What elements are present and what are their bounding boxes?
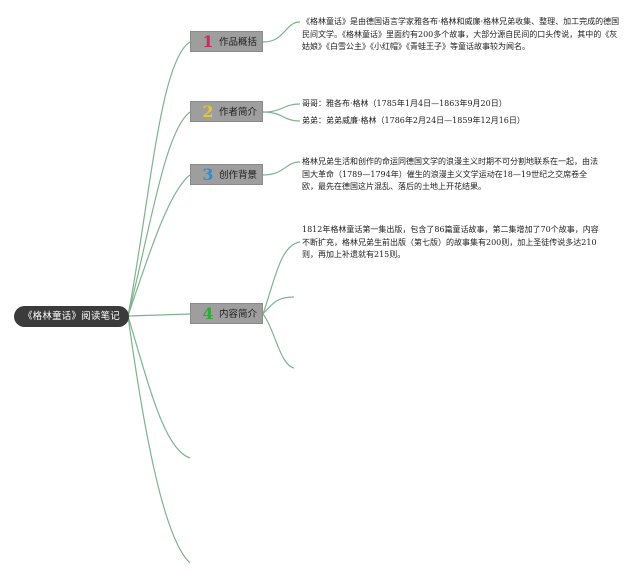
branch-node-3[interactable]: 3 创作背景: [190, 164, 263, 185]
connector-branch-2-to-note-1: [262, 103, 301, 113]
connector-branch-4-to-note: [262, 241, 301, 315]
branch-number-3: 3: [202, 165, 214, 184]
note-overview: 《格林童话》是由德国语言学家雅各布·格林和威廉·格林兄弟收集、整理、加工完成的德…: [302, 17, 620, 51]
branch-node-2[interactable]: 2 作者简介: [190, 101, 263, 122]
connector-branch-3-to-note: [262, 161, 301, 176]
connector-branch-4-to-empty-1: [262, 296, 295, 315]
root-node[interactable]: 《格林童话》阅读笔记: [14, 306, 129, 327]
branch-label-4: 内容简介: [219, 309, 258, 320]
branch-number-1: 1: [202, 32, 214, 51]
note-author-younger: 弟弟：弟弟威廉·格林（1786年2月24日—1859年12月16日）: [302, 116, 525, 125]
connector-root-to-empty-5: [127, 315, 191, 459]
branch-node-4[interactable]: 4 内容简介: [190, 303, 263, 324]
branch-label-3: 创作背景: [219, 170, 258, 181]
connector-root-to-branch-4: [127, 313, 191, 317]
connector-branch-1-to-note: [262, 21, 301, 43]
note-author-elder: 哥哥：雅各布·格林（1785年1月4日—1863年9月20日）: [302, 99, 507, 108]
branch-node-1[interactable]: 1 作品概括: [190, 31, 263, 52]
connector-root-to-branch-1: [127, 41, 191, 317]
connector-root-to-empty-6: [127, 315, 191, 564]
connector-root-to-branch-3: [127, 174, 191, 317]
branch-number-4: 4: [202, 304, 214, 323]
connector-root-to-branch-2: [127, 111, 191, 317]
note-content: 1812年格林童话第一集出版，包含了86篇童话故事，第二集增加了70个故事，内容…: [302, 225, 599, 259]
connector-branch-4-to-empty-2: [262, 313, 295, 369]
branch-number-2: 2: [202, 102, 214, 121]
branch-label-2: 作者简介: [219, 107, 258, 118]
connector-branch-2-to-note-2: [262, 111, 301, 122]
note-background: 格林兄弟生活和创作的命运同德国文学的浪漫主义时期不可分割地联系在一起，由法国大革…: [302, 157, 598, 191]
branch-label-1: 作品概括: [219, 37, 258, 48]
